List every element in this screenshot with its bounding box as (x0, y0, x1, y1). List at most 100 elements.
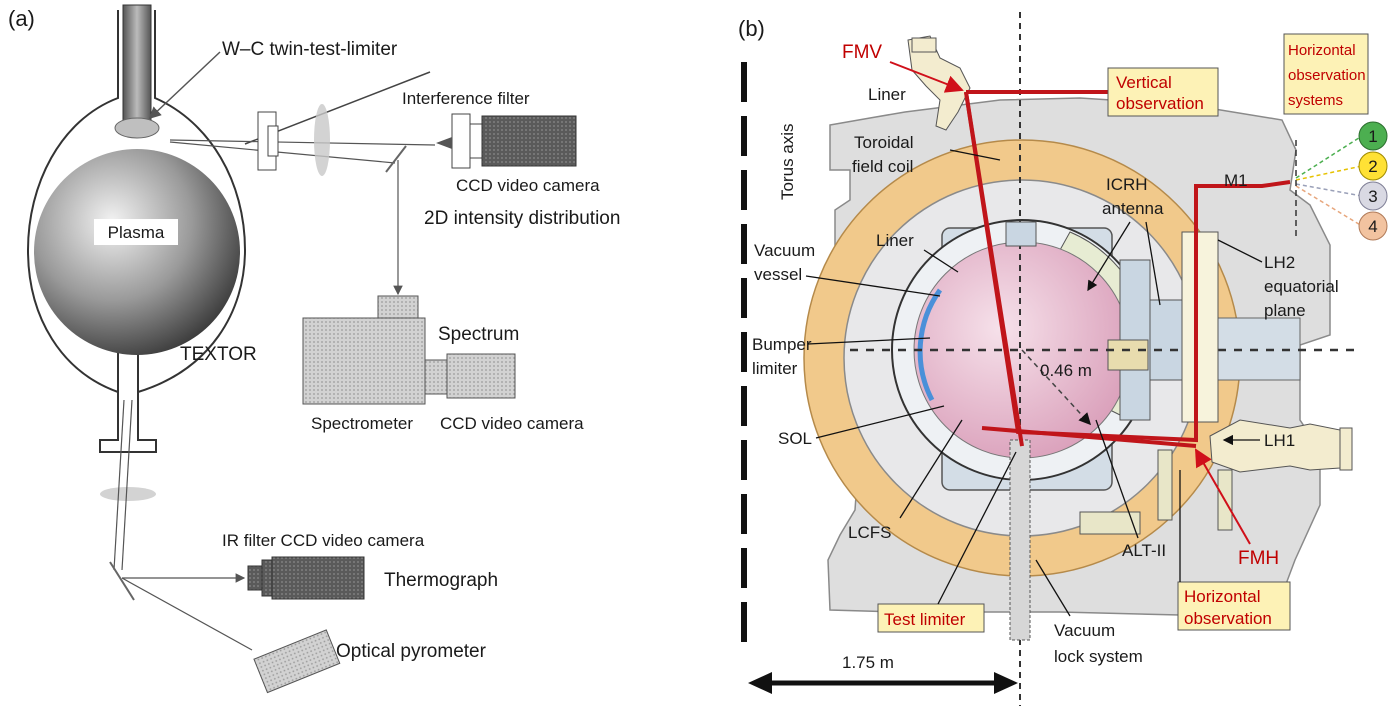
vertical-obs-box (1107, 67, 1219, 117)
panel-b: (b) Torus axis (738, 12, 1388, 706)
limiter-label: W–C twin-test-limiter (222, 39, 398, 60)
alt-leader (1095, 419, 1139, 539)
icrh-leader (1087, 221, 1131, 292)
beam-top-1 (169, 139, 436, 146)
ccd-camera-spec (446, 353, 516, 399)
radius-arrow (1021, 349, 1092, 426)
channel-3-label: 3 (1368, 187, 1377, 206)
vertical-obs-line1: Vertical (1116, 73, 1172, 92)
thermograph-label: Thermograph (384, 570, 498, 591)
panel-a: (a) Plasma W–C twin-test-limiter Interfe… (8, 4, 620, 694)
spectrometer-label: Spectrometer (311, 414, 413, 433)
horizontal-obs-box (1177, 581, 1291, 631)
bumper-label-1: Bumper (752, 335, 812, 354)
alt-label: ALT-II (1122, 541, 1166, 560)
horizontal-obs-line1: Horizontal (1184, 587, 1261, 606)
horizontal-systems-line2: observation (1288, 67, 1366, 84)
lh2-leader (1217, 239, 1263, 263)
limiter-rod (122, 4, 152, 124)
ir-filter-holder (261, 559, 273, 597)
fmh-label: FMH (1238, 548, 1279, 569)
lock-bellows (1079, 511, 1141, 535)
beam-bottom-1 (113, 399, 125, 571)
sol-label: SOL (778, 429, 812, 448)
lock-label-2: lock system (1054, 647, 1143, 666)
filter-holder (469, 123, 483, 159)
beam-top-2 (169, 141, 396, 164)
bumper-label-2: limiter (752, 359, 798, 378)
channel-3-dot (1358, 181, 1388, 211)
limiter-arrow (148, 51, 221, 120)
horizontal-systems-line1: Horizontal (1288, 42, 1356, 59)
lh2-label-2: equatorial (1264, 277, 1339, 296)
lock-label-1: Vacuum (1054, 621, 1115, 640)
coil-label-1: Toroidal (854, 133, 914, 152)
panel-b-tag: (b) (738, 16, 765, 41)
test-limiter-leader (937, 451, 1017, 605)
plasma-label-bg (94, 219, 178, 245)
window-flange-inner (267, 125, 279, 157)
bottom-lens (100, 487, 156, 501)
fmh-arrow (1195, 448, 1251, 545)
spectrometer-port (377, 295, 419, 319)
plasma-sphere (34, 149, 240, 355)
liner-mid-label: Liner (876, 231, 914, 250)
channel-2-label: 2 (1368, 157, 1377, 176)
ch4-line (1295, 185, 1363, 227)
sol-leader (815, 405, 945, 439)
test-limiter-box (877, 603, 985, 633)
lh2-port (1181, 231, 1219, 423)
spectrometer (302, 317, 426, 405)
channel-4-label: 4 (1368, 217, 1377, 236)
m1-label: M1 (1224, 171, 1248, 190)
scale-arrow-right (994, 672, 1018, 694)
scale-arrow-left (748, 672, 772, 694)
ch3-line (1295, 183, 1363, 197)
vessel-leader (805, 275, 941, 297)
fmv-label: FMV (842, 42, 882, 63)
vacuum-lock-tube (1009, 439, 1031, 641)
channel-4-dot (1358, 211, 1388, 241)
intensity-label: 2D intensity distribution (424, 208, 620, 229)
plasma-label: Plasma (108, 223, 165, 242)
liner-mid-leader (923, 249, 959, 273)
ir-mirror (109, 561, 135, 601)
liner-top-label: Liner (868, 85, 906, 104)
alt-leg-1 (1157, 449, 1173, 521)
beam-pyro (121, 577, 253, 651)
channel-2-dot (1358, 151, 1388, 181)
ir-filter (247, 565, 263, 591)
horizontal-obs-line2: observation (1184, 609, 1272, 628)
fmv-mirror-assembly (907, 35, 971, 131)
icrh-inner (1107, 339, 1149, 371)
lh2-label-3: plane (1264, 301, 1306, 320)
ccd-top-label: CCD video camera (456, 176, 600, 195)
test-limiter-label: Test limiter (884, 610, 966, 629)
limiter-head (114, 117, 160, 139)
icrh-label-2: antenna (1102, 199, 1164, 218)
lh2-label-1: LH2 (1264, 253, 1295, 272)
channel-1-label: 1 (1368, 127, 1377, 146)
bumper-leader (807, 337, 931, 345)
scale-label: 1.75 m (842, 653, 894, 672)
vertical-beam-return (964, 91, 1024, 447)
ir-ccd-camera (271, 556, 365, 600)
fmv-actuator (911, 37, 937, 53)
ccd-camera-top (481, 115, 577, 167)
textor-label: TEXTOR (180, 344, 257, 365)
spec-coupler (424, 359, 448, 395)
channel-1-dot (1358, 121, 1388, 151)
lcfs-leader (899, 419, 963, 519)
ch1-line (1295, 135, 1363, 179)
torus-axis-label: Torus axis (778, 123, 797, 200)
vessel-label-1: Vacuum (754, 241, 815, 260)
fmv-arrow (889, 61, 964, 93)
horizontal-systems-line3: systems (1288, 92, 1343, 109)
lh1-label: LH1 (1264, 431, 1295, 450)
top-lens (314, 104, 330, 176)
coil-label-2: field coil (852, 157, 913, 176)
pyrometer-label: Optical pyrometer (336, 641, 487, 662)
pyrometer (253, 629, 341, 694)
